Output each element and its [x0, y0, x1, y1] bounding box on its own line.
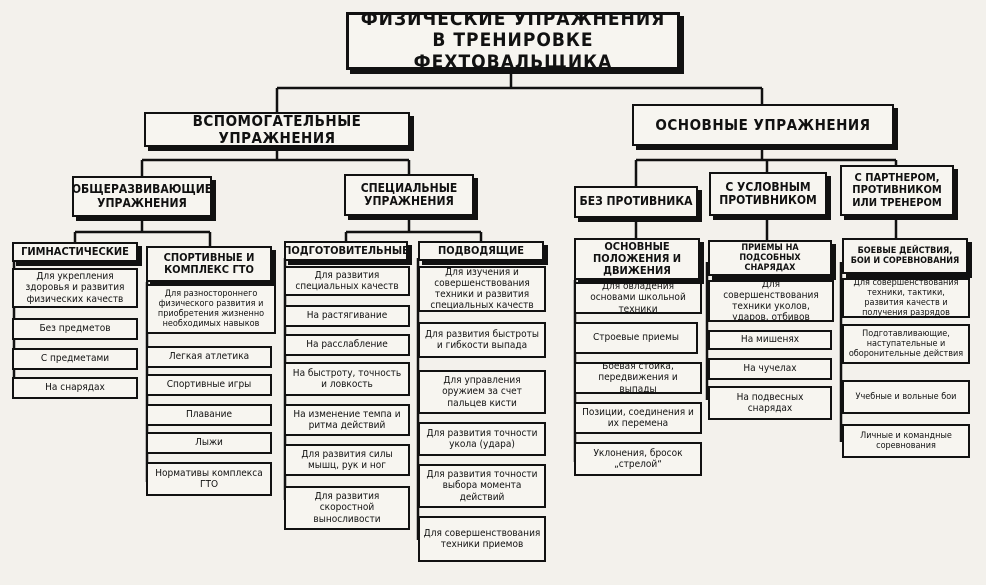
partner-opponent-coach-box: С ПАРТНЕРОМ, ПРОТИВНИКОМ ИЛИ ТРЕНЕРОМ	[840, 165, 954, 216]
preparatory-item-special-qualities: Для развития специальных качеств	[284, 266, 410, 296]
combat-item-competitions: Личные и командные соревнования	[842, 424, 970, 458]
basic-positions-box: ОСНОВНЫЕ ПОЛОЖЕНИЯ И ДВИЖЕНИЯ	[574, 238, 700, 280]
preparatory-item-strength: Для развития силы мышц, рук и ног	[284, 444, 410, 476]
gymnastic-item-health: Для укрепления здоровья и развития физич…	[12, 268, 138, 308]
apparatus-item-technique: Для совершенствования техники уколов, уд…	[708, 280, 834, 322]
leading-item-lunge-speed: Для развития быстроты и гибкости выпада	[418, 322, 546, 358]
preparatory-item-tempo-rhythm: На изменение темпа и ритма действий	[284, 404, 410, 436]
preparatory-item-endurance: Для развития скоростной выносливости	[284, 486, 410, 530]
conditional-opponent-box: С УСЛОВНЫМ ПРОТИВНИКОМ	[709, 172, 827, 216]
special-exercises-box: СПЕЦИАЛЬНЫЕ УПРАЖНЕНИЯ	[344, 174, 474, 216]
gymnastic-item-with-objects: С предметами	[12, 348, 138, 370]
combat-actions-box: БОЕВЫЕ ДЕЙСТВИЯ, БОИ И СОРЕВНОВАНИЯ	[842, 238, 968, 274]
auxiliary-exercises-box: ВСПОМОГАТЕЛЬНЫЕ УПРАЖНЕНИЯ	[144, 112, 410, 147]
sport-item-swimming: Плавание	[146, 404, 272, 426]
basic-item-school-technique: Для овладения основами школьной техники	[574, 282, 702, 314]
gymnastic-item-on-apparatus: На снарядах	[12, 377, 138, 399]
combat-item-bouts: Учебные и вольные бои	[842, 380, 970, 414]
no-opponent-box: БЕЗ ПРОТИВНИКА	[574, 186, 698, 218]
leading-item-timing: Для развития точности выбора момента дей…	[418, 464, 546, 508]
sport-item-athletics: Легкая атлетика	[146, 346, 272, 368]
preparatory-item-relaxation: На расслабление	[284, 334, 410, 356]
preparatory-item-stretching: На растягивание	[284, 305, 410, 327]
apparatus-item-dummies: На чучелах	[708, 358, 832, 380]
diagram-title: ФИЗИЧЕСКИЕ УПРАЖНЕНИЯ В ТРЕНИРОВКЕ ФЕХТО…	[346, 12, 680, 70]
basic-item-stance: Боевая стойка, передвижения и выпады	[574, 362, 702, 394]
apparatus-item-targets: На мишенях	[708, 330, 832, 350]
gymnastic-item-no-apparatus: Без предметов	[12, 318, 138, 340]
leading-item-thrust-accuracy: Для развития точности укола (удара)	[418, 422, 546, 456]
basic-item-drill: Строевые приемы	[574, 322, 698, 354]
apparatus-item-suspended: На подвесных снарядах	[708, 386, 832, 420]
gymnastic-box: ГИМНАСТИЧЕСКИЕ	[12, 242, 138, 262]
basic-item-positions: Позиции, соединения и их перемена	[574, 402, 702, 434]
basic-item-evasions: Уклонения, бросок „стрелой“	[574, 442, 702, 476]
sport-item-versatile: Для разностороннего физического развития…	[146, 284, 276, 334]
sport-item-games: Спортивные игры	[146, 374, 272, 396]
combat-item-preparatory-actions: Подготавливающие, наступательные и оборо…	[842, 324, 970, 364]
sport-item-skiing: Лыжи	[146, 432, 272, 454]
main-exercises-box: ОСНОВНЫЕ УПРАЖНЕНИЯ	[632, 104, 894, 146]
leading-item-technique: Для изучения и совершенствования техники…	[418, 266, 546, 312]
sport-gto-box: СПОРТИВНЫЕ И КОМПЛЕКС ГТО	[146, 246, 272, 282]
preparatory-box: ПОДГОТОВИТЕЛЬНЫЕ	[284, 241, 408, 261]
auxiliary-apparatus-box: ПРИЕМЫ НА ПОДСОБНЫХ СНАРЯДАХ	[708, 240, 832, 276]
general-developing-box: ОБЩЕРАЗВИВАЮЩИЕ УПРАЖНЕНИЯ	[72, 176, 212, 217]
combat-item-technique-tactics: Для совершенствования техники, тактики, …	[842, 278, 970, 318]
leading-box: ПОДВОДЯЩИЕ	[418, 241, 544, 261]
preparatory-item-speed-accuracy: На быстроту, точность и ловкость	[284, 362, 410, 396]
leading-item-fingers: Для управления оружием за счет пальцев к…	[418, 370, 546, 414]
leading-item-techniques: Для совершенствования техники приемов	[418, 516, 546, 562]
sport-item-gto-norms: Нормативы комплекса ГТО	[146, 462, 272, 496]
